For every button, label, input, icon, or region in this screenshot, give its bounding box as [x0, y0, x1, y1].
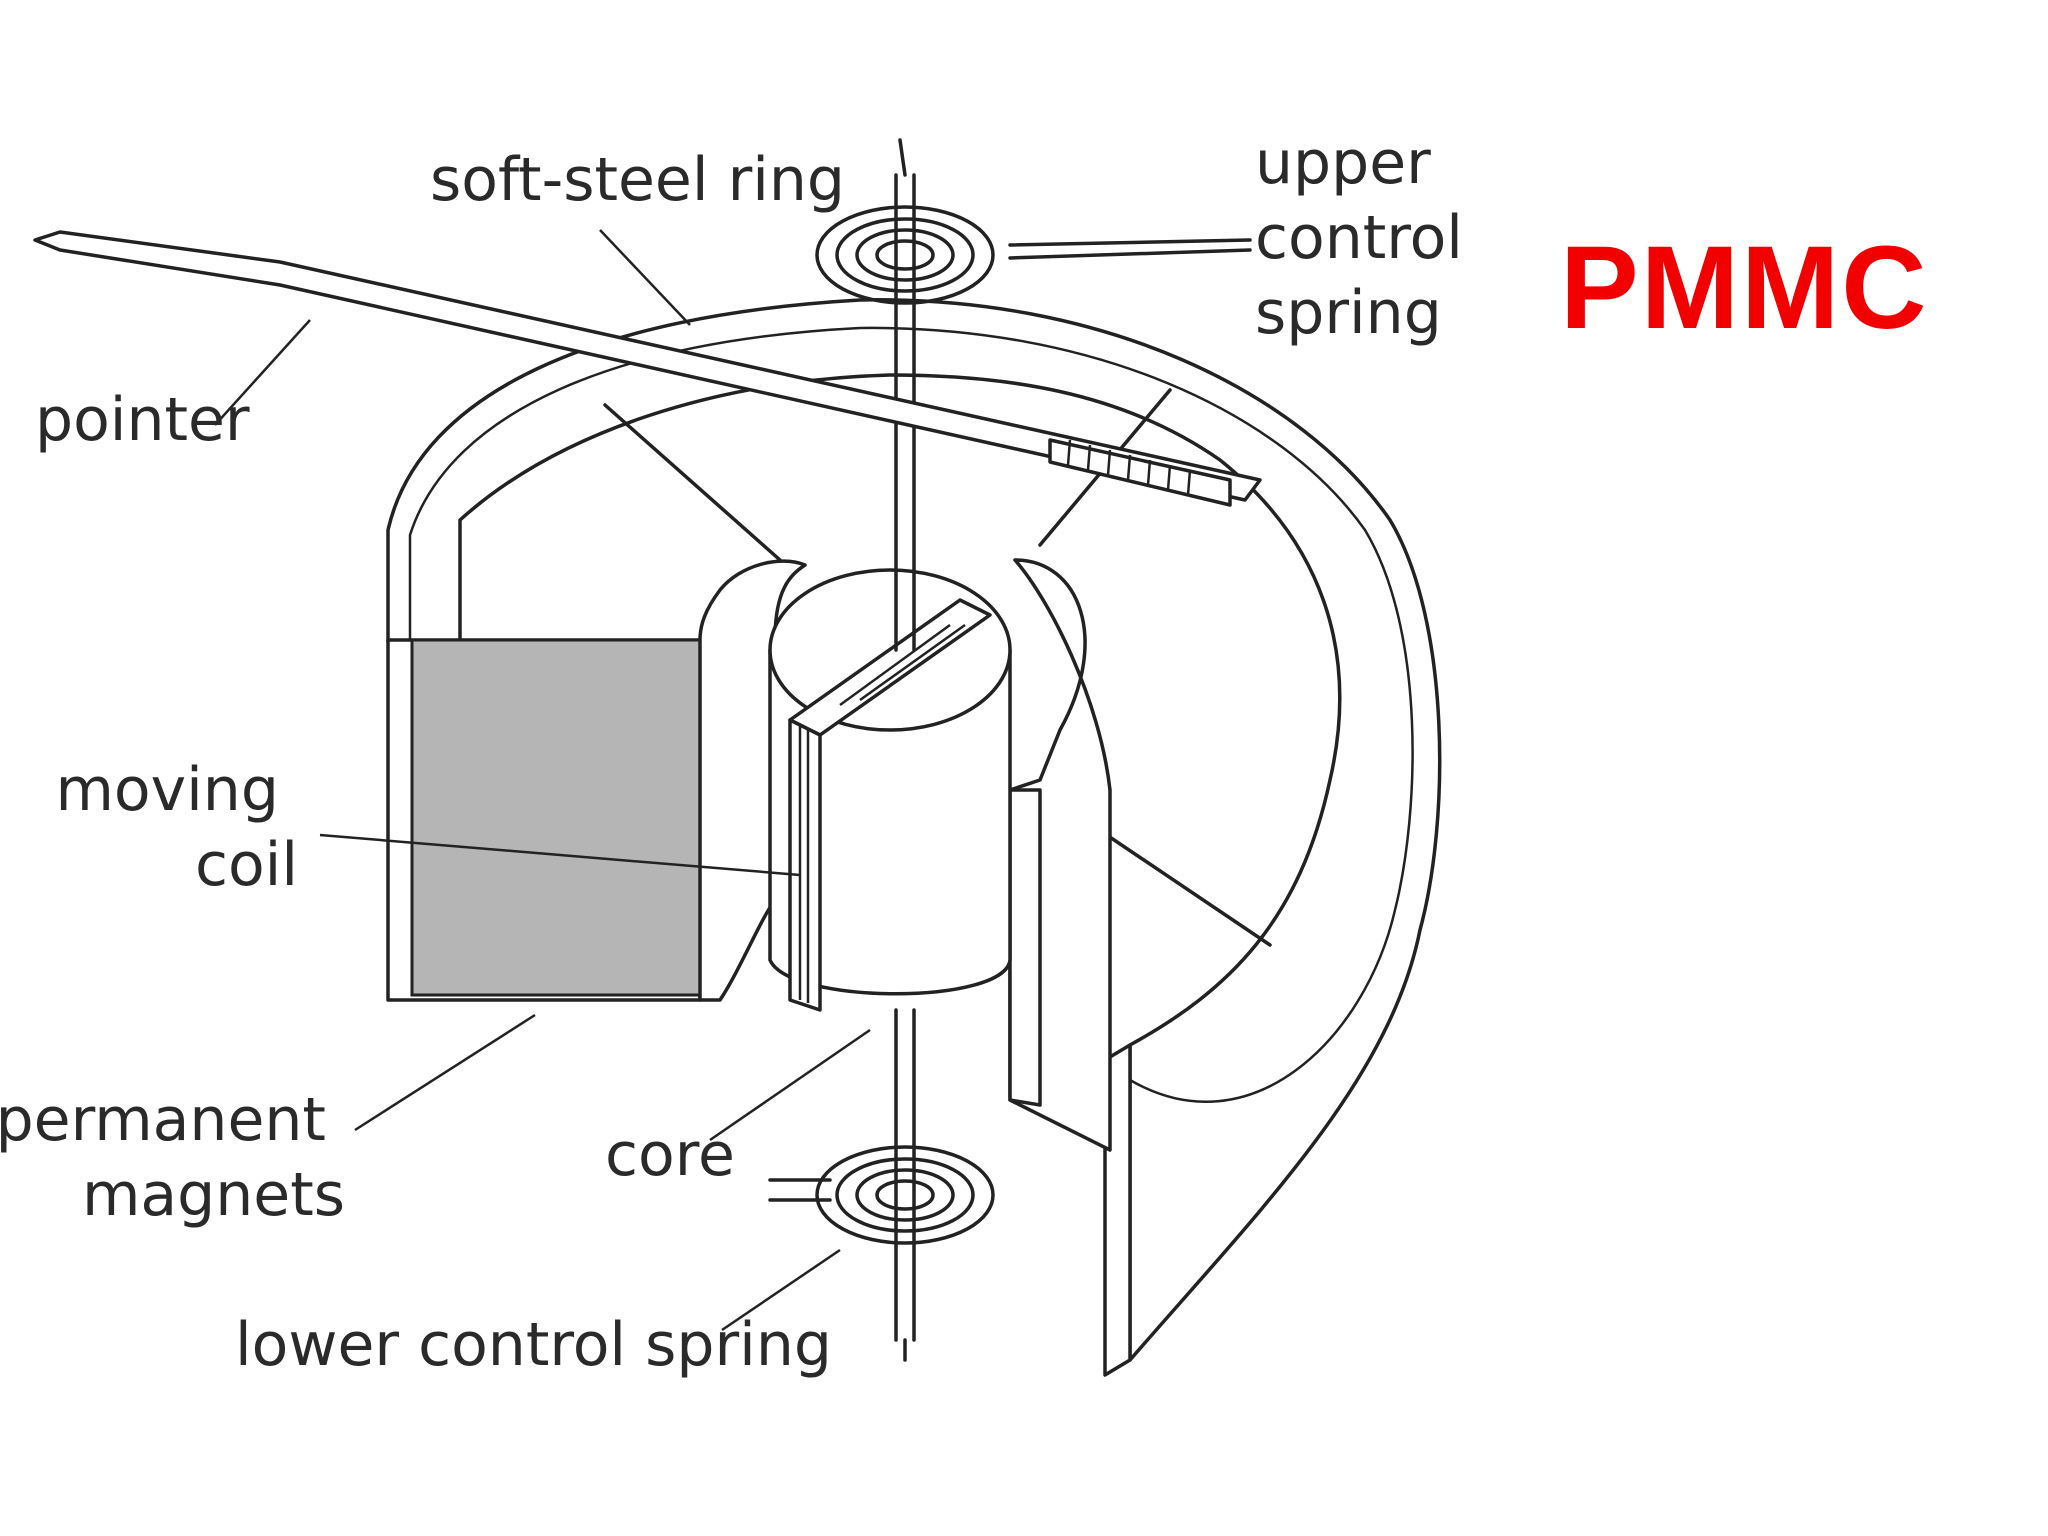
label-core: core [605, 1120, 735, 1190]
right-pole-piece [1008, 558, 1112, 1152]
leader-moving-coil [319, 833, 801, 877]
left-pole-piece [386, 559, 807, 1002]
label-moving-line2: coil [195, 830, 298, 900]
leader-lines [214, 229, 871, 1332]
label-soft-steel-ring: soft-steel ring [430, 145, 845, 215]
pointer [33, 230, 1262, 507]
label-permanent-line1: permanent [0, 1085, 326, 1155]
leader-pointer [214, 319, 311, 426]
label-lower-control-spring: lower control spring [235, 1310, 832, 1380]
moving-coil [788, 598, 992, 1012]
label-moving-coil: moving coil [55, 755, 298, 900]
label-upper-control-spring: upper control spring [1255, 128, 1482, 348]
label-upper-line1: upper [1255, 128, 1431, 198]
lower-control-spring [768, 1145, 995, 1245]
label-moving-line1: moving [55, 755, 278, 825]
label-permanent-line2: magnets [82, 1160, 345, 1230]
page-title: PMMC [1560, 222, 1929, 354]
upper-control-spring [815, 205, 1252, 305]
permanent-magnet [410, 638, 702, 997]
label-upper-line2: control [1255, 203, 1463, 273]
label-pointer: pointer [35, 385, 250, 455]
label-upper-line3: spring [1255, 278, 1442, 348]
leader-core [709, 1028, 871, 1142]
leader-lower-control-spring [721, 1248, 841, 1332]
leader-permanent-magnets [354, 1013, 536, 1132]
leader-soft-steel-ring [599, 229, 691, 326]
label-permanent-magnets: permanent magnets [0, 1085, 345, 1230]
